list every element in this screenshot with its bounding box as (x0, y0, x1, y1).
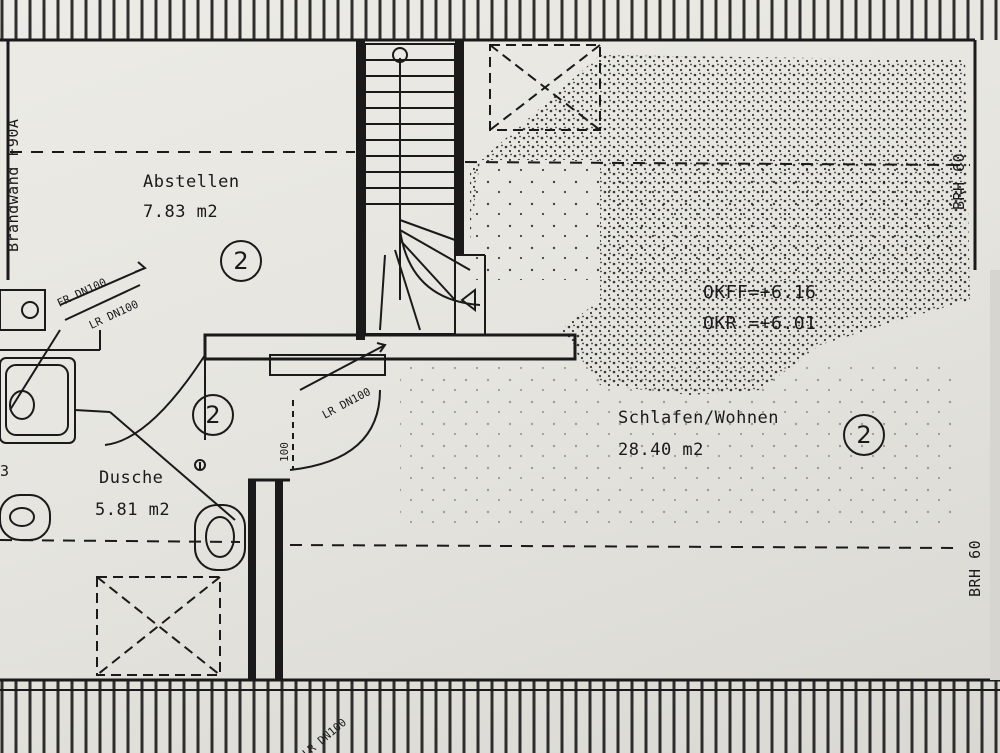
bathroom-fixtures (0, 289, 246, 571)
pipe-arrows (59, 261, 387, 471)
dimension-100: 100 (278, 442, 291, 462)
brh-label-top: BRH 60 (950, 152, 968, 210)
room-name-abstellen: Abstellen (143, 172, 240, 192)
brh-label-bottom: BRH 60 (966, 539, 984, 597)
room-name-schlafen: Schlafen/Wohnen (618, 408, 780, 428)
room-area-schlafen: 28.40 m2 (618, 440, 704, 460)
room-area-dusche: 5.81 m2 (95, 500, 171, 520)
level-okff: OKFF=+6.16 (703, 282, 817, 303)
roof-hatch-bottom (0, 680, 1000, 753)
fixture-tag-3: 3 (0, 462, 10, 480)
door-swing-bedroom (289, 389, 381, 471)
skylight-bottom (96, 576, 221, 676)
roof-hatch-top (0, 0, 1000, 40)
fire-wall-label: Brandwand F90A (4, 118, 22, 252)
staircase (364, 43, 486, 335)
level-okr: OKR =+6.01 (703, 313, 817, 334)
room-tag-flur: 2 (192, 394, 234, 436)
room-tag-abstellen: 2 (220, 240, 262, 282)
room-area-abstellen: 7.83 m2 (143, 202, 219, 222)
room-tag-schlafen: 2 (843, 414, 885, 456)
door-swing-abstellen (104, 354, 206, 446)
room-name-dusche: Dusche (99, 468, 164, 488)
skylight-top (489, 44, 601, 131)
